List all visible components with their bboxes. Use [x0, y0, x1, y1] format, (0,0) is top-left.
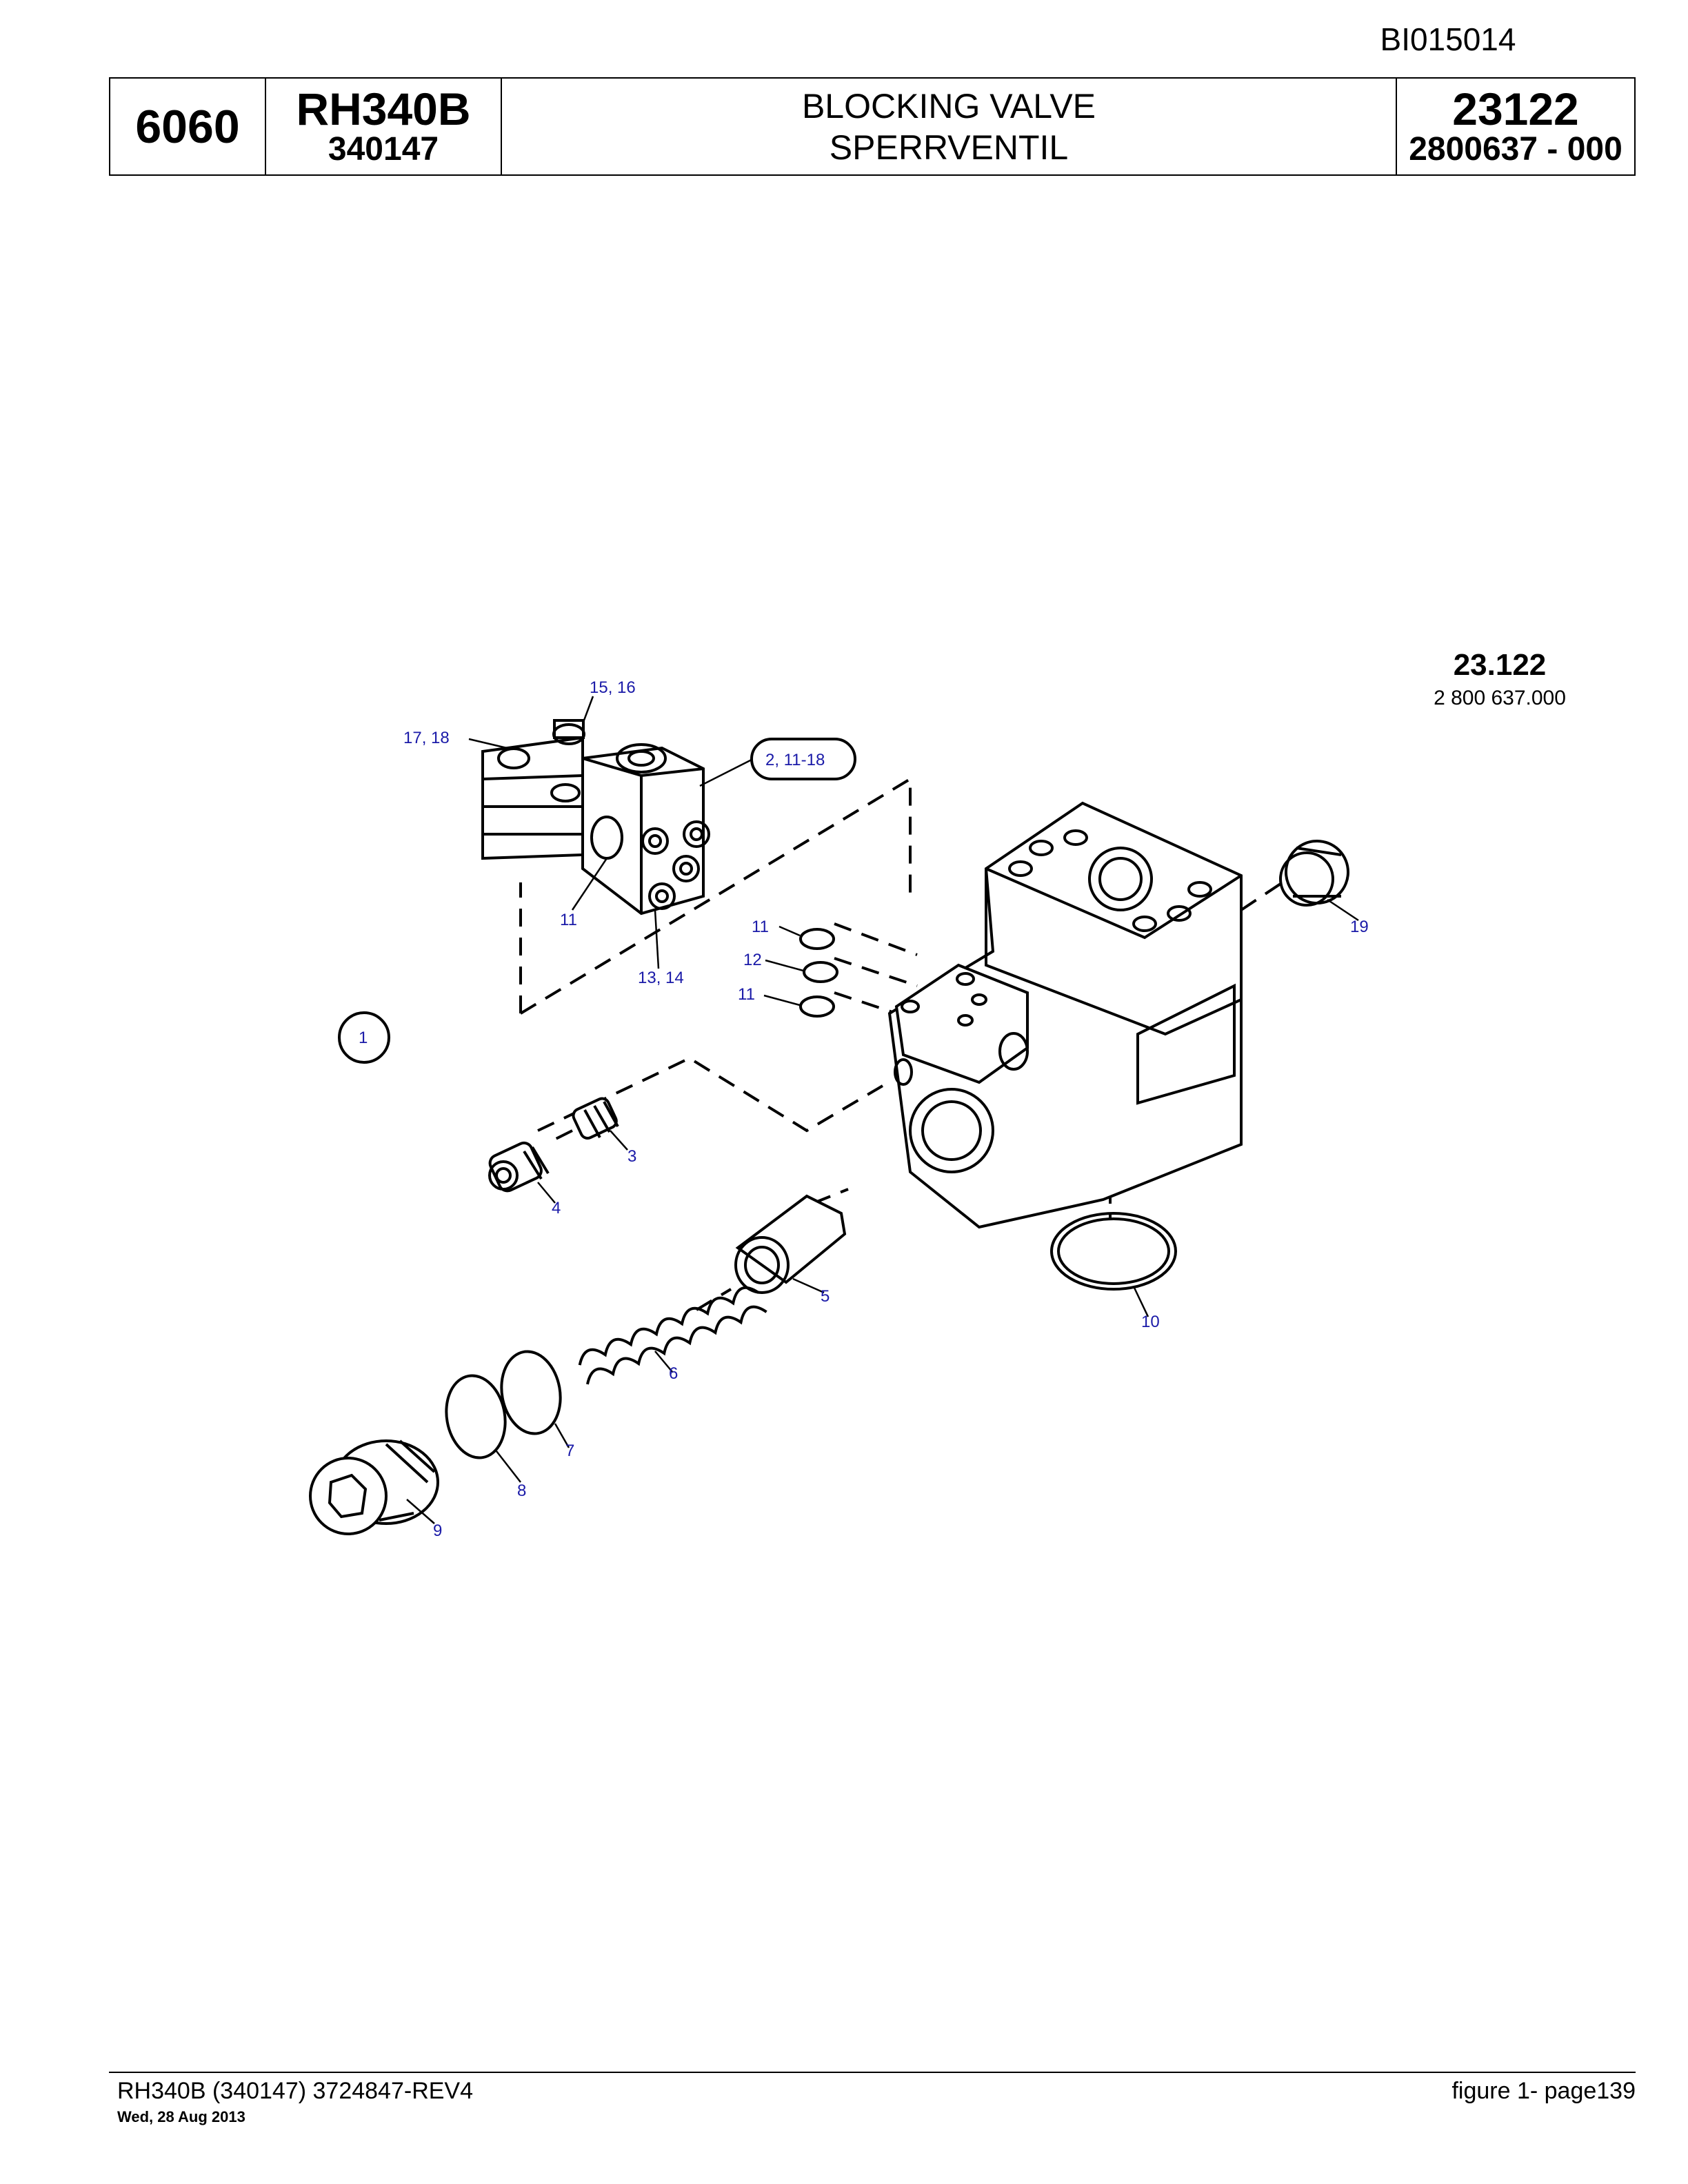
serial-number: 340147 — [328, 130, 439, 168]
model-cell: RH340B 340147 — [265, 77, 502, 176]
footer-document-ref: RH340B (340147) 3724847-REV4 — [117, 2078, 474, 2104]
callout-6: 6 — [669, 1364, 678, 1383]
screw-plug-4 — [488, 1141, 550, 1193]
plug-19 — [1279, 840, 1349, 907]
callout-17-18: 17, 18 — [403, 729, 450, 747]
callout-9: 9 — [433, 1521, 442, 1540]
figure-label-number: 23.122 — [1453, 648, 1547, 682]
callout-2-11-18: 2, 11-18 — [765, 751, 825, 769]
o-ring-12 — [803, 961, 838, 983]
header-table: 6060 RH340B 340147 BLOCKING VALVE SPERRV… — [109, 77, 1636, 176]
callout-10: 10 — [1141, 1313, 1160, 1331]
callout-11-b: 11 — [752, 918, 769, 936]
callout-3: 3 — [627, 1147, 636, 1166]
part-number: 2800637 - 000 — [1409, 130, 1622, 168]
callout-7: 7 — [565, 1442, 574, 1460]
document-id: BI015014 — [1380, 21, 1516, 57]
footer-date: Wed, 28 Aug 2013 — [117, 2108, 245, 2125]
callout-13-14: 13, 14 — [638, 969, 684, 987]
title-cell: BLOCKING VALVE SPERRVENTIL — [501, 77, 1397, 176]
figure-number: 23122 — [1452, 83, 1579, 134]
callout-box-assembly — [750, 738, 856, 780]
figure-part-number: 2 800 637.000 — [1434, 687, 1566, 709]
callout-8: 8 — [517, 1482, 526, 1500]
sleeve-5 — [734, 1194, 847, 1294]
leader-lines — [406, 696, 1359, 1524]
callout-19: 19 — [1350, 918, 1369, 936]
callout-15-16: 15, 16 — [590, 678, 636, 697]
title-english: BLOCKING VALVE — [801, 86, 1096, 125]
callout-ring-1 — [338, 1011, 390, 1064]
model-name: RH340B — [296, 83, 471, 134]
callout-4: 4 — [552, 1199, 561, 1217]
callout-1: 1 — [359, 1029, 368, 1047]
figure-label: 23.122 2 800 637.000 — [1414, 648, 1586, 710]
callout-12: 12 — [743, 951, 762, 969]
figure-cell: 23122 2800637 - 000 — [1396, 77, 1636, 176]
assembly-dashed-lines — [519, 776, 1284, 1311]
footer-page-ref: figure 1- page139 — [1451, 2078, 1636, 2104]
group-number: 6060 — [109, 77, 266, 176]
callout-11-a: 11 — [560, 911, 577, 929]
back-ring-8 — [445, 1374, 507, 1459]
o-ring-11-top — [799, 928, 835, 950]
main-valve-housing — [887, 801, 1243, 1229]
screw-plug-3 — [572, 1097, 619, 1140]
spring-6 — [578, 1286, 767, 1385]
seal-ring-10 — [1050, 1212, 1177, 1291]
o-ring-7 — [500, 1350, 562, 1435]
callout-5: 5 — [821, 1287, 830, 1306]
footer-rule — [109, 2072, 1636, 2073]
title-german: SPERRVENTIL — [829, 128, 1069, 167]
pilot-valve-block — [481, 719, 710, 916]
callout-11-c: 11 — [738, 985, 755, 1004]
o-ring-11-bottom — [799, 995, 835, 1018]
plug-9 — [309, 1439, 439, 1535]
